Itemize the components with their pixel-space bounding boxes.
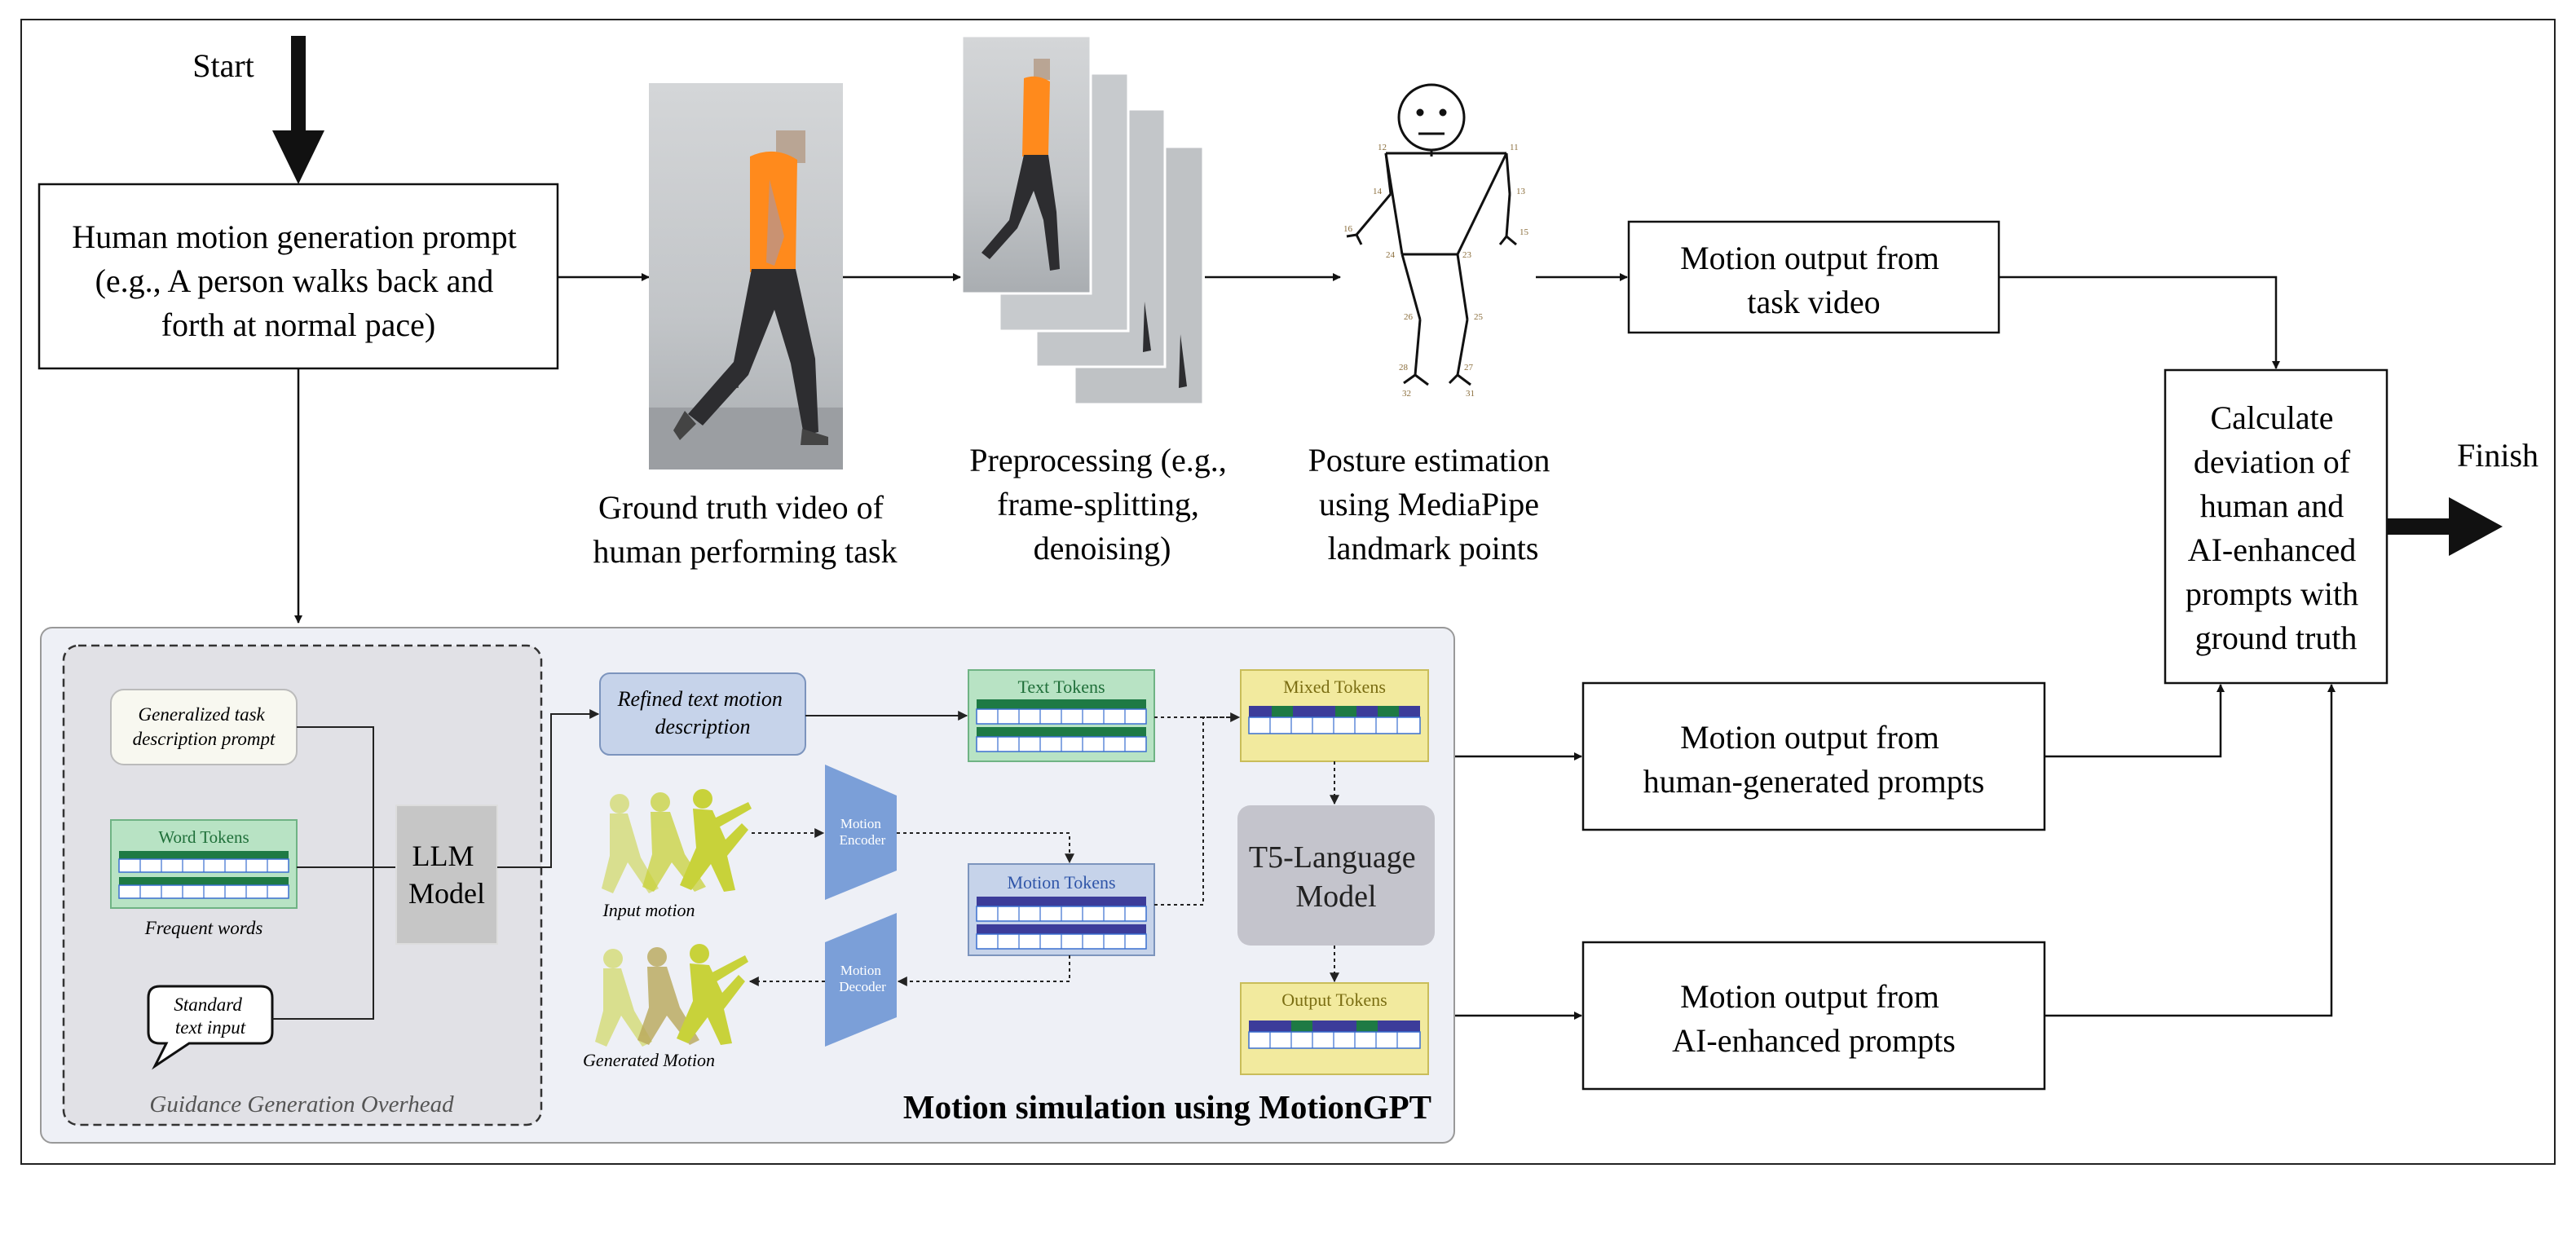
- svg-text:26: 26: [1404, 312, 1414, 322]
- motiongpt-title: Motion simulation using MotionGPT: [903, 1088, 1431, 1126]
- svg-text:Motion output from AI-en: Motion output from AI-enhanced prompts: [1672, 978, 1956, 1059]
- guidance-label: Guidance Generation Overhead: [149, 1091, 454, 1118]
- svg-text:31: 31: [1466, 389, 1475, 399]
- standard-input-bubble: Standard text input: [147, 985, 274, 1070]
- svg-text:LLM Model: LLM Model: [408, 840, 485, 910]
- svg-text:24: 24: [1386, 250, 1396, 260]
- line-prompt-to-llm: [272, 726, 374, 1020]
- t5-language-model-box: T5-Language Model: [1237, 805, 1435, 946]
- arrow-llm-to-refined: [497, 709, 600, 868]
- stacked-frame-legs: [1143, 302, 1187, 388]
- motion-tokens-block: Motion Tokens: [968, 863, 1155, 956]
- ai-output-box: Motion output from AI-enhanced prompts: [1581, 941, 2046, 1091]
- svg-text:15: 15: [1520, 227, 1529, 237]
- svg-text:12: 12: [1378, 143, 1387, 152]
- output-tokens-block: Output Tokens: [1240, 982, 1429, 1075]
- ground-truth-caption: Ground truth video of human performing t…: [593, 489, 897, 570]
- ground-truth-video-image: [649, 83, 843, 470]
- walking-person: [673, 130, 828, 445]
- prompt-box: Human motion generation prompt (e.g., A …: [37, 183, 559, 370]
- task-output-box: Motion output from task video: [1627, 220, 2000, 334]
- generated-motion-figures: [595, 944, 748, 1047]
- posture-skeleton: [1346, 83, 1517, 386]
- preprocessing-frames: [960, 34, 1205, 406]
- text-tokens-block: Text Tokens: [968, 669, 1155, 762]
- input-motion-label: Input motion: [602, 900, 695, 920]
- svg-text:Word Tokens: Word Tokens: [158, 827, 249, 847]
- svg-text:Motion Tokens: Motion Tokens: [1007, 872, 1115, 893]
- svg-text:Mixed Tokens: Mixed Tokens: [1283, 677, 1386, 697]
- svg-text:Motion output from human: Motion output from human-generated promp…: [1643, 719, 1985, 800]
- finish-label: Finish: [2457, 437, 2539, 474]
- svg-text:14: 14: [1373, 187, 1383, 196]
- svg-text:32: 32: [1402, 389, 1411, 399]
- mixed-tokens-block: Mixed Tokens: [1240, 669, 1429, 762]
- svg-text:Motion Encoder: Motion Encoder: [840, 816, 886, 848]
- frequent-words-label: Frequent words: [144, 918, 263, 938]
- deviation-box: Calculate deviation of human and AI-enha…: [2164, 368, 2389, 685]
- svg-text:25: 25: [1474, 312, 1484, 322]
- frame-person: [981, 59, 1060, 271]
- start-label: Start: [192, 47, 254, 84]
- arrow-human-to-deviation: [2044, 684, 2225, 758]
- svg-text:T5-Language Model: T5-Language Model: [1249, 840, 1423, 914]
- motion-decoder-block: Motion Decoder: [825, 913, 897, 1047]
- start-arrow: [272, 36, 324, 184]
- svg-text:28: 28: [1399, 363, 1409, 373]
- svg-text:Standard text input: Standard text input: [174, 994, 246, 1038]
- svg-text:Motion Decoder: Motion Decoder: [839, 963, 886, 994]
- svg-text:13: 13: [1516, 187, 1526, 196]
- svg-text:16: 16: [1343, 224, 1353, 234]
- guidance-generation-group: Guidance Generation Overhead Generalized…: [62, 644, 543, 1126]
- preprocessing-caption: Preprocessing (e.g., frame-splitting, de…: [969, 442, 1234, 566]
- llm-model-box: LLM Model: [395, 805, 498, 945]
- input-motion-figures: [602, 789, 752, 893]
- generated-motion-label: Generated Motion: [583, 1050, 715, 1070]
- svg-text:23: 23: [1462, 250, 1472, 260]
- arrow-task-to-deviation: [1999, 276, 2280, 369]
- svg-text:Motion output from task: Motion output from task video: [1680, 240, 1947, 320]
- posture-caption: Posture estimation using MediaPipe landm…: [1308, 442, 1559, 566]
- arrow-motion-tokens-to-decoder: [897, 955, 1070, 986]
- prompt-text: Human motion generation prompt (e.g., A …: [72, 218, 524, 343]
- svg-text:Text Tokens: Text Tokens: [1017, 677, 1105, 697]
- motion-encoder-block: Motion Encoder: [825, 765, 897, 900]
- finish-arrow: [2387, 497, 2503, 556]
- svg-text:Refined text motion de: Refined text motion description: [617, 687, 788, 738]
- svg-text:Generalized task des: Generalized task description prompt: [133, 704, 276, 749]
- landmark-labels: 12 11 14 13 16 15 24 23 26 25 28 27 32 3…: [1343, 143, 1529, 399]
- arrow-motion-tokens-to-mixed: [1154, 716, 1239, 906]
- human-output-box: Motion output from human-generated promp…: [1581, 681, 2046, 831]
- word-tokens-block: Word Tokens: [110, 819, 298, 909]
- outer-frame: [20, 19, 2556, 1165]
- svg-text:Calculate deviation of: Calculate deviation of human and AI-enha…: [2186, 399, 2366, 656]
- motiongpt-panel: Guidance Generation Overhead Generalized…: [40, 627, 1455, 1144]
- svg-text:11: 11: [1510, 143, 1519, 152]
- generalized-prompt-box: Generalized task description prompt: [110, 689, 298, 765]
- refined-description-box: Refined text motion description: [599, 672, 806, 756]
- svg-text:Output Tokens: Output Tokens: [1281, 990, 1387, 1010]
- arrow-encoder-to-motion-tokens: [897, 832, 1074, 864]
- arrow-ai-to-deviation: [2044, 684, 2336, 1017]
- svg-text:27: 27: [1464, 363, 1474, 373]
